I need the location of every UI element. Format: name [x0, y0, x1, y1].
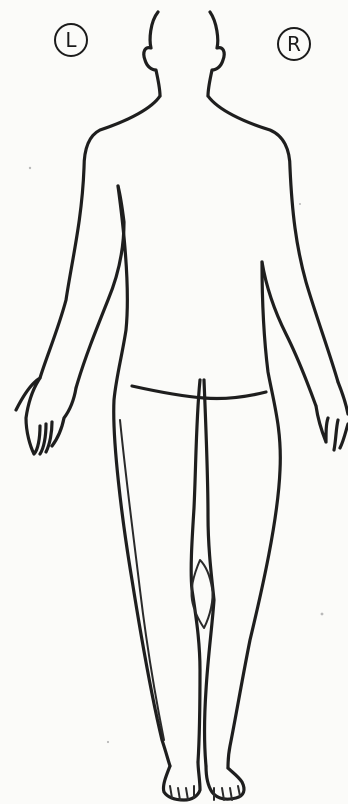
right-body-side-outline — [228, 262, 280, 768]
speck — [321, 613, 324, 616]
right-side-marker-label: R — [287, 34, 301, 54]
speck — [29, 167, 31, 169]
left-shoulder-arm-outline — [16, 96, 160, 410]
left-body-side-outline — [114, 186, 170, 766]
speck — [299, 203, 301, 205]
right-shoulder-arm-outline — [208, 96, 338, 382]
left-hand-outline — [26, 378, 76, 454]
head-outline — [144, 12, 224, 96]
right-hand-outline — [316, 382, 348, 450]
left-side-marker-label: L — [65, 30, 76, 50]
left-side-marker: L — [54, 23, 88, 57]
speck — [107, 741, 109, 743]
right-foot-outline — [206, 766, 244, 799]
left-leg-back-line — [120, 420, 164, 740]
right-side-marker: R — [277, 27, 311, 61]
left-inner-arm-outline — [76, 186, 124, 388]
